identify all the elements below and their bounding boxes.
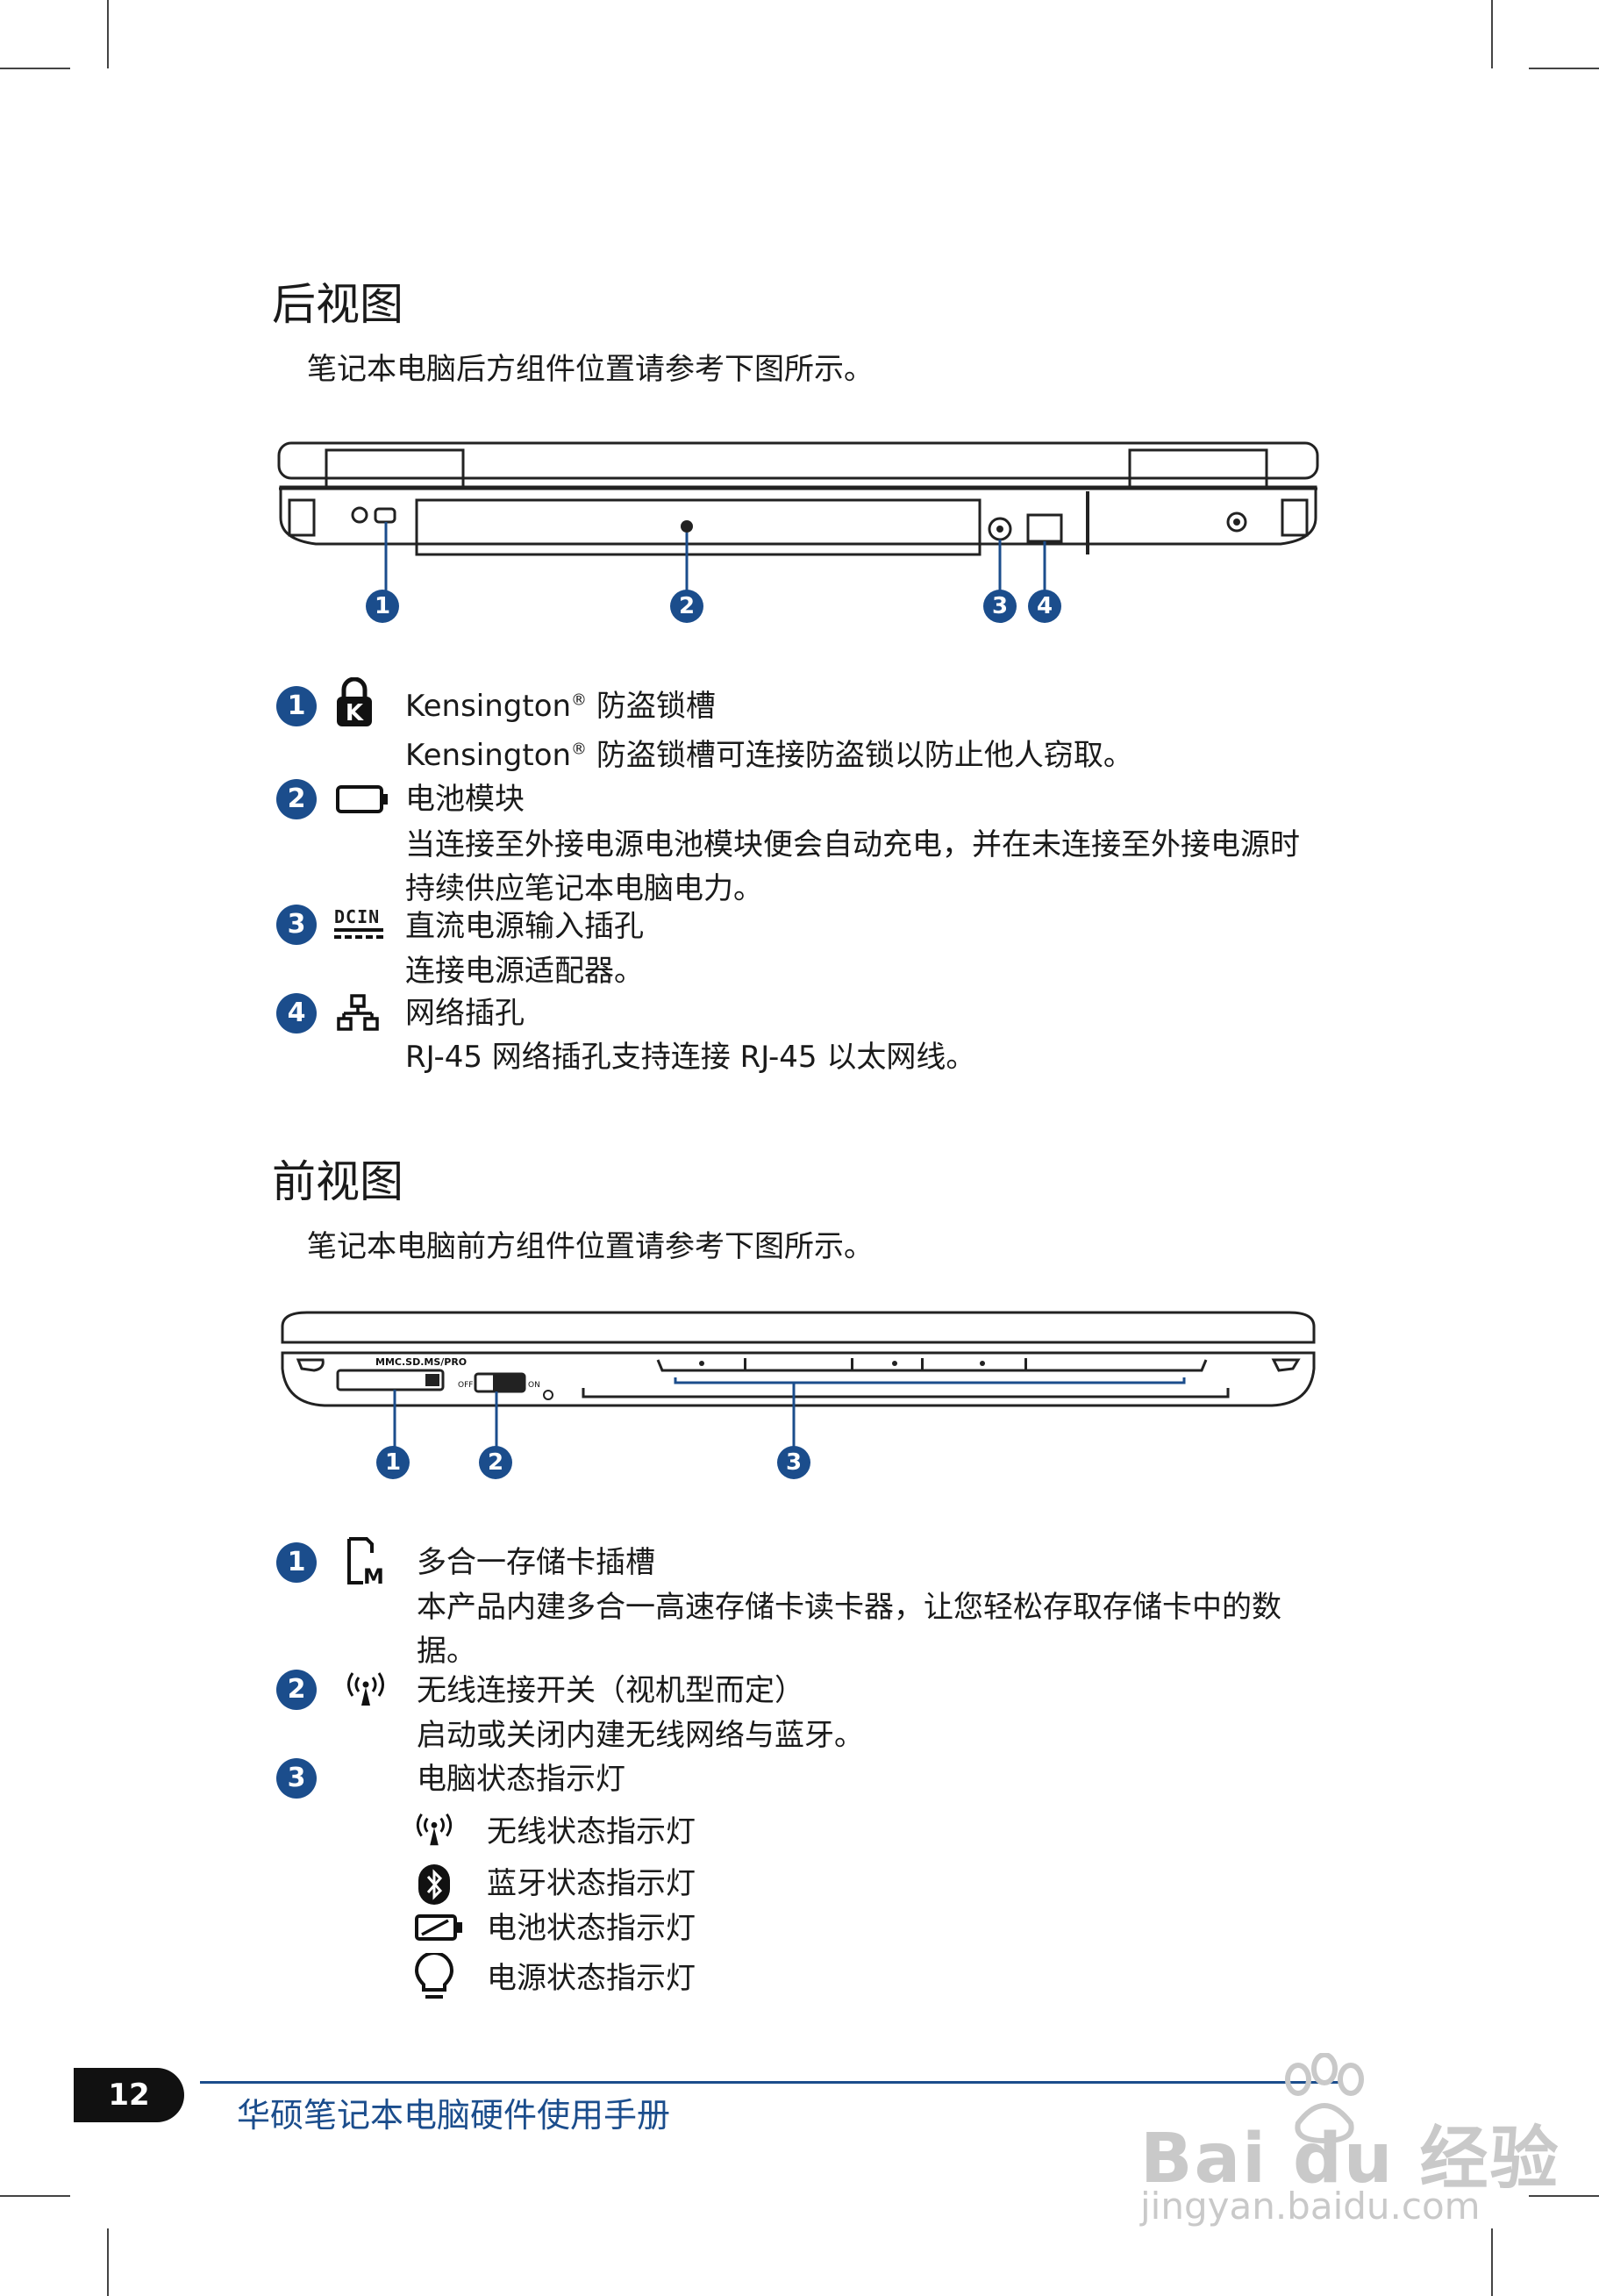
kensington-lock-icon: K (337, 677, 372, 726)
crop-mark (107, 0, 109, 68)
wireless-icon (347, 1672, 384, 1706)
front-callout-3: 3 (777, 1446, 810, 1479)
crop-mark (0, 68, 70, 69)
front-item-1-desc: 本产品内建多合一高速存储卡读卡器，让您轻松存取存储卡中的数据。 (417, 1590, 1281, 1669)
bluetooth-icon (418, 1864, 450, 1905)
rear-callout-1: 1 (366, 590, 399, 623)
rear-item-4-desc: RJ-45 网络插孔支持连接 RJ-45 以太网线。 (405, 1040, 976, 1075)
switch-on-label: ON (528, 1381, 540, 1390)
rear-callout-4: 4 (1028, 590, 1061, 623)
footer-title: 华硕笔记本电脑硬件使用手册 (237, 2096, 671, 2135)
front-item-3-title: 电脑状态指示灯 (417, 1762, 625, 1797)
crop-mark (0, 2195, 70, 2197)
rear-item-1-title: Kensington® 防盗锁槽 (405, 689, 716, 724)
dc-in-icon: DCIN (334, 908, 387, 939)
crop-mark (107, 2228, 109, 2296)
card-slot-label: MMC.SD.MS/PRO (375, 1356, 467, 1368)
rear-item-1-number: 1 (276, 686, 317, 726)
crop-mark (1491, 2228, 1493, 2296)
rear-item-3-title: 直流电源输入插孔 (405, 909, 644, 944)
watermark-url: jingyan.baidu.com (1140, 2185, 1481, 2228)
paw-logo-icon (1285, 2053, 1364, 2144)
crop-mark (1491, 0, 1493, 68)
wireless-icon (416, 1813, 453, 1846)
page-number: 12 (74, 2068, 184, 2122)
watermark-main: Bai du 经验 (1140, 2120, 1560, 2199)
dc-in-label: DCIN (334, 906, 381, 927)
crop-mark (1529, 2195, 1599, 2197)
footer-rule (200, 2081, 1340, 2084)
front-item-3-number: 3 (276, 1758, 317, 1799)
rear-item-2-title: 电池模块 (405, 782, 525, 817)
battery-icon (336, 785, 388, 813)
front-callout-2: 2 (479, 1446, 512, 1479)
front-item-2-title: 无线连接开关（视机型而定） (417, 1673, 804, 1708)
front-item-1-number: 1 (276, 1542, 317, 1583)
indicator-label-bluetooth: 蓝牙状态指示灯 (487, 1866, 696, 1901)
rear-callout-2: 2 (670, 590, 703, 623)
rear-view-diagram (277, 441, 1319, 601)
rear-item-4-number: 4 (276, 993, 317, 1034)
front-item-2-desc: 启动或关闭内建无线网络与蓝牙。 (417, 1718, 864, 1753)
rear-heading: 后视图 (272, 279, 403, 330)
front-callout-1: 1 (376, 1446, 410, 1479)
indicator-label-power: 电源状态指示灯 (487, 1961, 696, 1996)
front-intro: 笔记本电脑前方组件位置请参考下图所示。 (307, 1229, 874, 1264)
front-heading: 前视图 (272, 1156, 403, 1207)
front-item-1-title: 多合一存储卡插槽 (417, 1545, 655, 1580)
rear-item-2-number: 2 (276, 779, 317, 819)
rear-item-1-desc: Kensington® 防盗锁槽可连接防盗锁以防止他人窃取。 (405, 738, 1133, 773)
rear-item-3-desc: 连接电源适配器。 (405, 954, 644, 989)
rear-callout-3: 3 (983, 590, 1017, 623)
indicator-label-wireless: 无线状态指示灯 (487, 1814, 696, 1849)
rear-item-3-number: 3 (276, 905, 317, 945)
rear-item-2-desc: 当连接至外接电源电池模块便会自动充电，并在未连接至外接电源时持续供应笔记本电脑电… (405, 827, 1300, 906)
switch-off-label: OFF (458, 1381, 473, 1390)
front-view-diagram: MMC.SD.MS/PRO OFF ON (281, 1311, 1316, 1474)
rear-intro: 笔记本电脑后方组件位置请参考下图所示。 (307, 352, 874, 387)
power-bulb-icon (415, 1953, 453, 1999)
rear-item-4-title: 网络插孔 (405, 996, 525, 1031)
lan-icon (337, 994, 379, 1031)
memory-card-icon: M (347, 1537, 384, 1586)
battery-charge-icon (415, 1914, 462, 1941)
indicator-label-battery: 电池状态指示灯 (487, 1911, 696, 1946)
front-item-2-number: 2 (276, 1670, 317, 1710)
svg-text:M: M (363, 1564, 384, 1586)
svg-text:K: K (346, 700, 364, 726)
crop-mark (1529, 68, 1599, 69)
